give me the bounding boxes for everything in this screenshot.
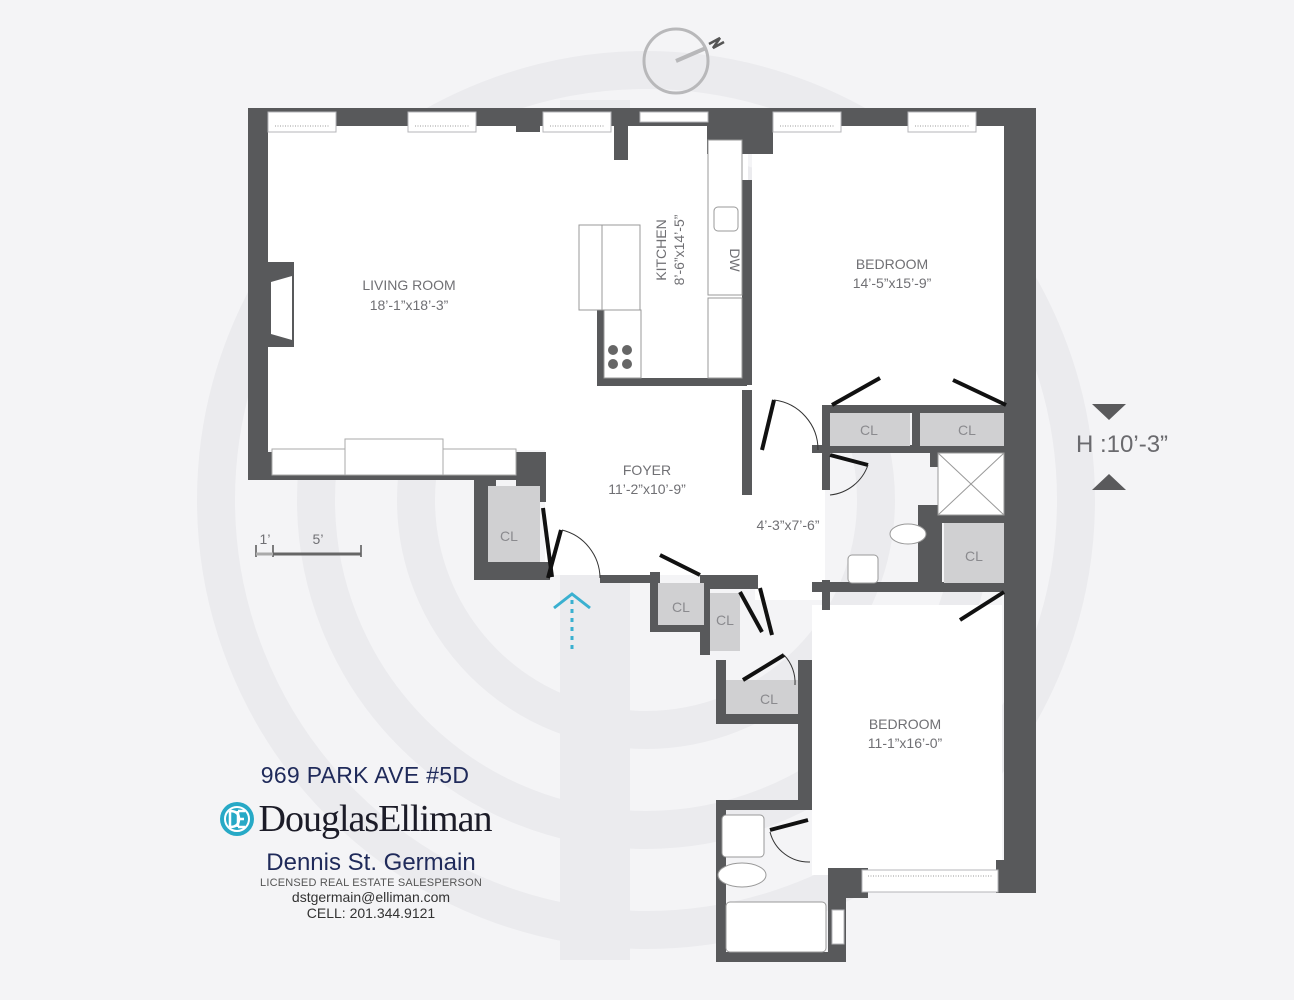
bedroom1-name: BEDROOM (856, 256, 928, 272)
living-room-cabinet (271, 438, 517, 476)
hall-dims: 4’-3”x7’-6” (756, 517, 819, 533)
entry-arrow-icon (553, 592, 591, 652)
north-compass-icon (642, 27, 725, 95)
brand-name: DouglasElliman (258, 798, 493, 840)
living-room-name: LIVING ROOM (362, 277, 455, 293)
scale-bar: 1’ 5’ (255, 531, 362, 557)
bath-fixtures (717, 452, 1005, 953)
door-swings (561, 399, 869, 863)
kitchen-fixtures (578, 139, 743, 379)
de-monogram-circle-icon (219, 802, 254, 836)
closet-label: CL (716, 612, 734, 628)
bedroom1-dims: 14’-5”x15’-9” (853, 275, 932, 291)
closet-label: CL (860, 422, 878, 438)
brand-lockup: DouglasElliman (205, 797, 505, 841)
closet-label: CL (760, 691, 778, 707)
closet-label: CL (965, 548, 983, 564)
bedroom2-name: BEDROOM (869, 716, 941, 732)
kitchen-dims: 8’-6”x14’-5” (671, 214, 687, 285)
agent-email[interactable]: dstgermain@elliman.com (291, 889, 451, 905)
scale-large-label: 5’ (313, 531, 324, 547)
scale-small-label: 1’ (260, 531, 271, 547)
agent-name: Dennis St. Germain (266, 849, 476, 876)
listing-info: 969 PARK AVE #5D DouglasElliman Dennis S… (205, 762, 505, 921)
closet-label: CL (500, 528, 518, 544)
foyer-name: FOYER (623, 462, 671, 478)
fireplace (271, 276, 292, 340)
living-room-dims: 18’-1”x18’-3” (370, 297, 449, 313)
closets (488, 413, 1004, 714)
closet-label: CL (958, 422, 976, 438)
agent-cell: CELL: 201.344.9121 (306, 905, 436, 921)
kitchen-name: KITCHEN (653, 219, 669, 280)
ceiling-height-markers (1092, 404, 1126, 490)
listing-address: 969 PARK AVE #5D (260, 762, 470, 788)
agent-title: LICENSED REAL ESTATE SALESPERSON (260, 877, 482, 889)
doors (541, 376, 1007, 832)
bedroom2-dims: 11-1”x16’-0” (868, 735, 943, 751)
foyer-dims: 11’-2”x10’-9” (608, 481, 686, 497)
dishwasher-label: DW (727, 248, 743, 272)
radiator-marks (275, 125, 992, 877)
ceiling-height: H :10’-3” (1076, 431, 1169, 458)
stove-burners-icon (608, 345, 632, 369)
closet-label: CL (672, 599, 690, 615)
room-floors (268, 125, 1004, 875)
